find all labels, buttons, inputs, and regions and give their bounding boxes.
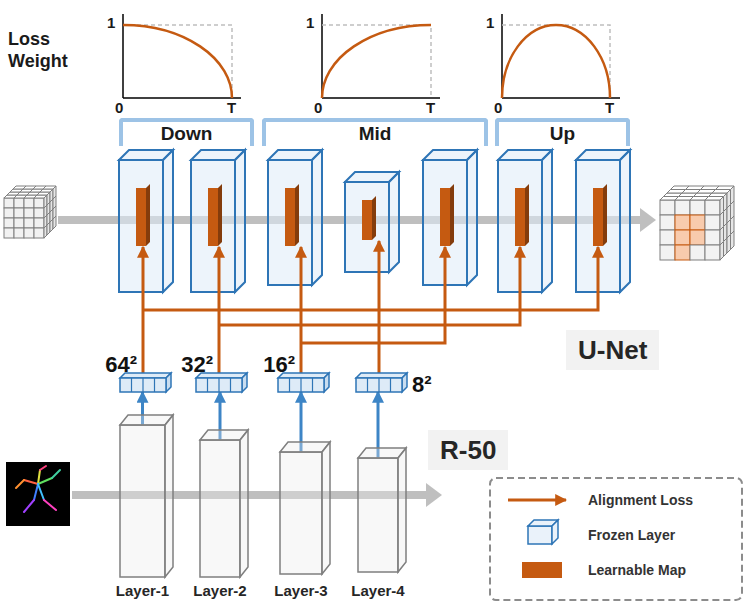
backbone-layer: Layer-2 (200, 440, 240, 577)
network-label: U-Net (566, 330, 659, 370)
feature-strip (356, 373, 412, 393)
axis-label: T (227, 100, 236, 116)
layer-box (358, 448, 408, 572)
layer-name: Layer-4 (351, 582, 404, 600)
alignment-loss-arrow (378, 241, 381, 373)
learnable-map (362, 196, 376, 240)
frozen-layer (345, 172, 399, 272)
axis-label: 0 (115, 100, 123, 116)
feature-map: 64² (120, 378, 166, 392)
alignment-loss-arrow (300, 247, 303, 373)
frozen-layer (576, 150, 630, 292)
axis-label: 1 (486, 15, 494, 31)
loss-chart (322, 14, 440, 98)
resolution-label: 8² (412, 372, 432, 398)
stage-name: Down (161, 123, 213, 145)
pose-background (6, 462, 70, 526)
layer-name: Layer-3 (274, 582, 327, 600)
axis (122, 14, 124, 98)
axis-label: 0 (314, 100, 322, 116)
feature-map: 8² (356, 378, 402, 392)
axis (322, 97, 440, 99)
legend-text: Alignment Loss (588, 491, 693, 509)
axis (502, 97, 620, 99)
axis-label: 1 (107, 15, 115, 31)
frozen-layer (498, 150, 552, 292)
learnable-map (593, 184, 607, 246)
frozen-layer (423, 150, 477, 285)
learnable-map (440, 184, 454, 246)
stage-name: Up (550, 123, 575, 145)
pose-image (6, 462, 70, 526)
latent-cube (4, 186, 56, 238)
legend-frozen-sample (528, 520, 558, 544)
alignment-loss-arrow (218, 247, 221, 373)
legend-text: Frozen Layer (588, 526, 675, 544)
learnable-map (515, 184, 529, 246)
layer-box (120, 415, 175, 577)
alignment-loss-arrow (301, 247, 445, 343)
network-name: U-Net (578, 335, 647, 365)
loss-chart (123, 14, 241, 98)
layer-name: Layer-2 (193, 582, 246, 600)
axis-label: T (426, 100, 435, 116)
guide-line (123, 25, 232, 98)
legend-arrow-sample (508, 499, 566, 502)
pose-skeleton (16, 466, 60, 512)
layer-box (200, 430, 250, 577)
axis-label: T (605, 100, 614, 116)
resolution-label: 32² (181, 352, 213, 378)
latent-cube (660, 186, 734, 260)
weight-curve (322, 25, 431, 98)
legend-frame (490, 478, 742, 600)
backbone-layer: Layer-3 (280, 452, 322, 574)
loss-chart (502, 14, 620, 98)
feature-map: 16² (278, 378, 324, 392)
learnable-map (285, 184, 299, 246)
resolution-label: 64² (105, 352, 137, 378)
guide-line (322, 25, 431, 98)
unet-blocks (119, 150, 630, 292)
frozen-layer (268, 150, 322, 285)
layer-name: Layer-1 (116, 582, 169, 600)
weight-curve (123, 25, 232, 98)
alignment-loss-arrow (143, 247, 598, 310)
resolution-label: 16² (263, 352, 295, 378)
legend-text: Learnable Map (588, 561, 686, 579)
flow-arrowhead (426, 483, 442, 507)
legend-swatch (522, 562, 562, 578)
backbone-layer: Layer-1 (120, 425, 165, 577)
stage-bracket: Up (495, 118, 630, 146)
backbone-layer: Layer-4 (358, 458, 398, 572)
network-name: R-50 (440, 435, 496, 465)
network-label: R-50 (428, 430, 508, 470)
axis (123, 97, 241, 99)
stage-bracket: Mid (262, 118, 488, 146)
frozen-layer (119, 150, 173, 292)
feature-map: 32² (196, 378, 242, 392)
weight-curve (502, 25, 610, 98)
guide-line (502, 25, 610, 98)
stage-name: Mid (359, 123, 392, 145)
alignment-loss-arrow (219, 247, 520, 325)
axis-label: 1 (306, 15, 314, 31)
learnable-map (208, 184, 222, 246)
learnable-map (136, 184, 150, 246)
stage-bracket: Down (119, 118, 254, 146)
layer-box (280, 442, 332, 574)
flow-arrowhead (640, 208, 656, 232)
chart-title: Loss Weight (8, 28, 88, 72)
axis-label: 0 (494, 100, 502, 116)
